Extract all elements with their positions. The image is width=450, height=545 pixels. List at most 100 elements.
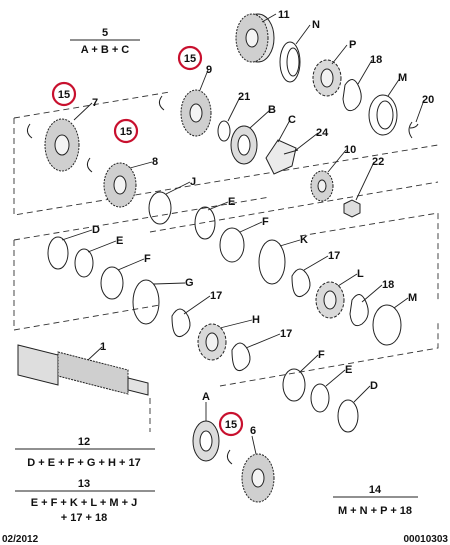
part-labels: 11 N P 18 M 20 9 21 B C 24 10 22 7 8 J E… — [92, 9, 434, 437]
pin-24 — [283, 149, 299, 155]
assembly-frame-middle — [13, 196, 439, 331]
label-18-middle: 18 — [382, 279, 394, 291]
label-d-lower: D — [370, 380, 378, 392]
spring-ring-18-top — [342, 79, 362, 112]
circlip-6 — [226, 449, 233, 465]
ring-d-left — [47, 236, 69, 270]
nut-22 — [343, 199, 361, 218]
ring-f-left — [100, 266, 124, 300]
assembly-frame-upper — [13, 91, 439, 233]
gear-7 — [44, 118, 80, 172]
svg-text:12: 12 — [78, 436, 90, 448]
svg-text:15: 15 — [58, 89, 70, 101]
ring-d-lower — [337, 399, 359, 433]
label-8: 8 — [152, 156, 158, 168]
svg-text:15: 15 — [184, 53, 196, 65]
callout-15-middle: 15 — [113, 118, 139, 144]
label-k: K — [300, 234, 308, 246]
label-e-upper: E — [228, 196, 235, 208]
label-7: 7 — [92, 97, 98, 109]
circlip-8 — [86, 157, 93, 173]
label-22: 22 — [372, 156, 384, 168]
ring-e-upper — [194, 206, 216, 240]
label-20: 20 — [422, 94, 434, 106]
label-m-top: M — [398, 72, 407, 84]
spring-18-middle — [349, 294, 369, 327]
label-n-top: N — [312, 19, 320, 31]
gear-8 — [103, 162, 137, 208]
gear-11 — [235, 13, 275, 63]
label-f-upper: F — [262, 216, 269, 228]
sleeve-k — [258, 239, 286, 285]
ring-e-left — [74, 248, 94, 278]
label-g: G — [185, 277, 194, 289]
svg-text:E + F + K + L + M + J: E + F + K + L + M + J — [31, 497, 137, 509]
label-11: 11 — [278, 9, 290, 21]
synchro-hub-l — [315, 281, 345, 319]
label-6: 6 — [250, 425, 256, 437]
label-17-left: 17 — [210, 290, 222, 302]
label-24: 24 — [316, 127, 329, 139]
label-m-middle: M — [408, 292, 417, 304]
label-17-upper: 17 — [328, 250, 340, 262]
synchro-hub-p — [312, 59, 342, 97]
svg-text:15: 15 — [120, 126, 132, 138]
synchro-hub-h — [197, 323, 227, 361]
svg-text:14: 14 — [369, 484, 382, 496]
label-h: H — [252, 314, 260, 326]
label-a: A — [202, 391, 210, 403]
sleeve-g — [132, 279, 160, 325]
clip-20 — [408, 121, 419, 139]
synchro-ring-j — [148, 191, 172, 225]
main-shaft-1 — [17, 344, 149, 396]
label-d-left: D — [92, 224, 100, 236]
footer-reference: 00010303 — [404, 534, 449, 545]
washer-21 — [217, 120, 231, 142]
plate-c — [265, 139, 297, 175]
label-9: 9 — [206, 64, 212, 76]
formula-14: 14 M + N + P + 18 — [333, 484, 418, 517]
spring-17-left — [171, 308, 191, 338]
label-e-lower: E — [345, 364, 352, 376]
footer-date: 02/2012 — [2, 534, 39, 545]
label-p: P — [349, 39, 356, 51]
svg-text:13: 13 — [78, 478, 90, 490]
gear-6 — [241, 453, 275, 503]
label-l: L — [357, 268, 364, 280]
label-f-left: F — [144, 253, 151, 265]
label-j: J — [190, 176, 196, 188]
spring-17-upper — [291, 268, 311, 298]
circlip-9 — [158, 95, 165, 111]
formula-12: 12 D + E + F + G + H + 17 — [15, 436, 155, 469]
synchro-ring-m-top — [368, 94, 398, 136]
formula-13: 13 E + F + K + L + M + J + 17 + 18 — [15, 478, 155, 524]
formula-5: 5 A + B + C — [70, 27, 140, 56]
callout-15-bottom: 15 — [218, 411, 244, 437]
synchro-ring-n — [279, 41, 301, 83]
circlip-7 — [26, 123, 33, 139]
svg-text:5: 5 — [102, 27, 108, 39]
label-c: C — [288, 114, 296, 126]
callout-15-top: 15 — [177, 45, 203, 71]
label-17-right: 17 — [280, 328, 292, 340]
label-18-top: 18 — [370, 54, 382, 66]
bearing-b — [230, 125, 258, 165]
ring-e-lower — [310, 383, 330, 413]
leader-lines — [61, 13, 425, 455]
svg-text:M + N + P + 18: M + N + P + 18 — [338, 505, 412, 517]
assembly-frame-lower — [149, 320, 439, 432]
label-f-lower: F — [318, 349, 325, 361]
svg-text:A + B + C: A + B + C — [81, 44, 130, 56]
ring-f-upper — [219, 227, 245, 263]
svg-text:15: 15 — [225, 419, 237, 431]
svg-text:D + E + F + G + H + 17: D + E + F + G + H + 17 — [27, 457, 140, 469]
spring-17-right — [231, 342, 251, 372]
gear-10 — [310, 170, 334, 202]
ring-f-lower — [282, 368, 306, 402]
synchro-ring-m-middle — [372, 304, 402, 346]
label-1: 1 — [100, 341, 106, 353]
label-21: 21 — [238, 91, 250, 103]
label-e-left: E — [116, 235, 123, 247]
svg-text:+ 17 + 18: + 17 + 18 — [61, 512, 108, 524]
